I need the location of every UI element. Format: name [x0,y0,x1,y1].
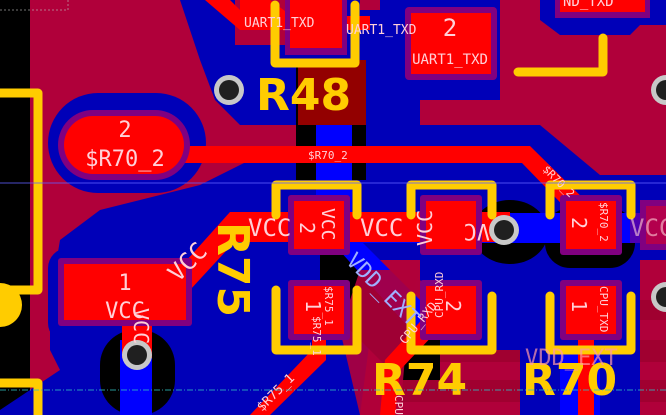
track-label: UART1_TXD [346,23,417,38]
pad-net-label: $R70_2 [85,147,164,172]
pad-net-label: $R70_2 [597,202,610,242]
pad-partial[interactable] [640,200,666,250]
pad-r75-1[interactable] [288,280,350,340]
silkscreen [0,0,636,415]
trace-uart-diag [205,0,250,30]
pad-r75-2[interactable] [288,195,350,255]
silkscreen-pin1-dot [0,283,22,327]
pad-r48-uart-txd[interactable] [405,7,497,80]
pad-r70-1[interactable] [560,280,622,340]
pad-number: 1 [567,300,591,312]
pad-net-label: VCC [413,210,437,246]
via[interactable] [651,75,666,105]
pad-net-label: VCC [317,208,338,241]
track-label: $R75_1 [310,316,323,356]
track-label: VDD_EXT [525,346,618,371]
track-label: VCC [360,214,403,242]
pad-number: 2 [443,14,457,42]
pad-net-label: CPU_TXD [597,286,610,332]
pad-net-label: UART1_TXD [412,52,488,68]
track-label: VC [464,218,491,243]
track-label: VCC [248,214,291,242]
pad-number: 2 [295,222,319,234]
pad-number: 1 [301,300,325,312]
pad-number: 2 [118,118,131,143]
pad-r70-2[interactable] [560,195,622,255]
pad-vcc-large[interactable] [58,258,192,326]
via[interactable] [651,282,666,312]
track-label: ND_TXD [563,0,614,10]
ref-r48: R48 [256,70,351,121]
pad-number: 2 [567,217,591,229]
via[interactable] [214,75,244,105]
board-edge-dotted [0,0,69,11]
track-label: VCC [630,214,666,242]
via[interactable] [489,215,519,245]
ref-r75: R75 [207,222,258,317]
top-zone-overlay [298,60,366,125]
trace-r70-2 [170,146,600,228]
track-label: UART1_TXD [244,16,315,31]
pad-net-label: VCC [105,299,145,324]
pad-r70-2-large[interactable] [58,110,190,180]
pad-net-label: CPU_RXD [433,272,446,318]
pad-top-right-nd-txd[interactable] [555,0,650,18]
via[interactable] [122,340,152,370]
ref-r70: R70 [522,355,617,406]
pad-net-label: $R75_1 [322,286,335,326]
track-label: CPU [392,395,405,415]
ref-r74: R74 [372,355,467,406]
track-label: $R70_2 [308,149,348,162]
pad-number: 1 [118,271,131,296]
pad-number: 2 [441,300,465,312]
track-label: VCC [129,308,153,344]
pad-r48-2[interactable] [285,0,347,55]
pad-r74-1[interactable] [420,195,482,255]
pad-r74-2[interactable] [420,280,482,340]
pad-partial[interactable] [646,206,666,244]
